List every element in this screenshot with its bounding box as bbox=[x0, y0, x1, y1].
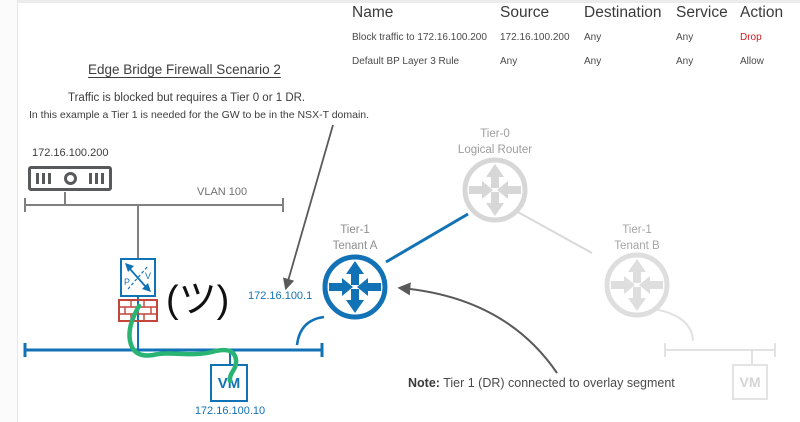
rule-row-name: Block traffic to 172.16.100.200 bbox=[352, 32, 487, 43]
tier1a-router-label: Tier-1 Tenant A bbox=[290, 222, 420, 254]
tier1b-router-label: Tier-1 Tenant B bbox=[572, 222, 702, 254]
rule-row-source: 172.16.100.200 bbox=[500, 32, 570, 43]
rule-row-service: Any bbox=[676, 32, 694, 43]
bridge-virtual-label: V bbox=[145, 271, 151, 281]
column-header-action: Action bbox=[740, 4, 784, 21]
server-vents-right bbox=[89, 173, 104, 184]
vm-box: VM bbox=[210, 364, 248, 402]
note-text: Note: Tier 1 (DR) connected to overlay s… bbox=[408, 376, 675, 390]
column-header-service: Service bbox=[676, 4, 728, 21]
server-ip-label: 172.16.100.200 bbox=[32, 147, 109, 159]
description-line-1: Traffic is blocked but requires a Tier 0… bbox=[68, 92, 306, 104]
tier0-label-line1: Tier-0 bbox=[480, 128, 510, 140]
description-line-2: In this example a Tier 1 is needed for t… bbox=[29, 109, 370, 121]
firewall-icon bbox=[118, 299, 158, 327]
vlan-segment-line bbox=[24, 198, 284, 212]
page-top-edge bbox=[0, 0, 800, 3]
tier1b-router-icon bbox=[607, 255, 667, 315]
tenant-b-segment-line bbox=[664, 343, 776, 357]
bridge-solid-arrow bbox=[129, 268, 147, 288]
server-power-dot bbox=[63, 172, 77, 185]
rule-row-destination: Any bbox=[584, 56, 602, 67]
bridge-physical-label: P bbox=[124, 277, 130, 287]
edge-bridge-icon: P V bbox=[120, 258, 156, 302]
note-body: Tier 1 (DR) connected to overlay segment bbox=[439, 376, 675, 390]
column-header-name: Name bbox=[352, 4, 394, 21]
rule-row-action-drop: Drop bbox=[740, 32, 762, 43]
shrug-emoticon: (ツ) bbox=[166, 279, 230, 321]
text-to-gateway-arrow bbox=[282, 124, 334, 291]
tier1a-label-line1: Tier-1 bbox=[340, 224, 370, 236]
vm-ip-label: 172.16.100.10 bbox=[194, 405, 266, 417]
overlay-segment-line bbox=[23, 343, 324, 357]
rule-row-action-allow: Allow bbox=[740, 56, 764, 67]
rule-row-service: Any bbox=[676, 56, 694, 67]
vm-b-label: VM bbox=[739, 374, 761, 390]
tier0-router-icon bbox=[465, 160, 525, 220]
rule-row-name: Default BP Layer 3 Rule bbox=[352, 56, 460, 67]
tier0-router-label: Tier-0 Logical Router bbox=[430, 126, 560, 158]
physical-server-icon bbox=[28, 166, 112, 191]
server-vents-left bbox=[36, 173, 51, 184]
page-title: Edge Bridge Firewall Scenario 2 bbox=[88, 62, 281, 77]
note-label: Note: bbox=[408, 376, 440, 390]
vlan-label: VLAN 100 bbox=[197, 186, 248, 198]
note-to-tier1a-arrow bbox=[397, 282, 558, 374]
page-left-edge bbox=[0, 0, 18, 422]
vm-label: VM bbox=[217, 374, 241, 392]
tier1b-label-line1: Tier-1 bbox=[622, 224, 652, 236]
tier1b-to-segment-curve bbox=[653, 308, 694, 342]
tier1a-router-icon bbox=[325, 257, 385, 317]
column-header-source: Source bbox=[500, 4, 550, 21]
rule-row-source: Any bbox=[500, 56, 518, 67]
vm-box-tenant-b: VM bbox=[732, 364, 768, 400]
tier1b-label-line2: Tenant B bbox=[614, 240, 660, 252]
column-header-destination: Destination bbox=[584, 4, 662, 21]
gateway-ip-label: 172.16.100.1 bbox=[248, 290, 313, 302]
rule-row-destination: Any bbox=[584, 32, 602, 43]
tier0-label-line2: Logical Router bbox=[457, 144, 533, 156]
tier1a-to-segment-curve bbox=[295, 315, 325, 346]
firewall-rule-table: Name Source Destination Service Action B… bbox=[352, 4, 800, 78]
tier1a-label-line2: Tenant A bbox=[332, 240, 378, 252]
